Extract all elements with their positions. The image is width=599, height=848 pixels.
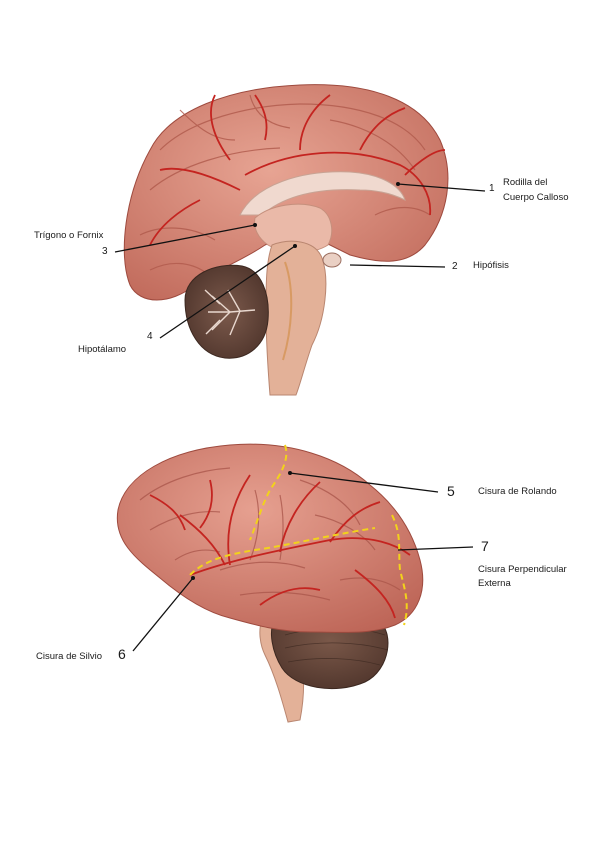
- structure-6-label: Cisura de Silvio: [36, 651, 102, 662]
- sylvian-fissure: [189, 527, 376, 576]
- structure-7-number: 7: [481, 538, 489, 554]
- parieto-occipital-fissure: [391, 514, 408, 626]
- pituitary-gland: [322, 252, 342, 268]
- structure-1-number: 1: [489, 183, 495, 194]
- structure-1-label-line1: Rodilla del: [503, 177, 548, 188]
- leader-lines: [114, 183, 486, 339]
- structure-5-number: 5: [447, 483, 455, 499]
- corpus-callosum: [239, 171, 406, 216]
- arbor-vitae: [204, 289, 256, 336]
- structure-5-label: Cisura de Rolando: [478, 486, 557, 497]
- structure-4-label: Hipotálamo: [78, 344, 127, 355]
- leader-lines-lateral: [132, 472, 474, 652]
- brainstem: [265, 240, 327, 396]
- structure-3-label: Trígono o Fornix: [34, 230, 104, 241]
- lateral-brain-illustration: [116, 443, 474, 723]
- structure-7-label-line2: Externa: [478, 578, 511, 589]
- sagittal-brain-figure: 1 Rodilla del Cuerpo Calloso 2 Hipófisis…: [0, 0, 599, 420]
- structure-1-label-line2: Cuerpo Calloso: [503, 192, 569, 203]
- fissure-lines: [189, 444, 408, 626]
- structure-2-label: Hipófisis: [473, 260, 509, 271]
- structure-4-number: 4: [147, 331, 153, 342]
- structure-2-number: 2: [452, 261, 458, 272]
- structure-7-label-line1: Cisura Perpendicular: [478, 564, 567, 575]
- blood-vessels: [149, 94, 446, 246]
- rolandic-fissure: [249, 444, 288, 541]
- gyri: [139, 94, 431, 273]
- lateral-brain-figure: 5 Cisura de Rolando 6 Cisura de Silvio 7…: [0, 420, 599, 730]
- cerebral-hemisphere-lateral: [116, 443, 424, 633]
- structure-3-number: 3: [102, 246, 108, 257]
- sagittal-brain-illustration: [114, 84, 486, 396]
- thalamus-area: [254, 203, 333, 253]
- structure-6-number: 6: [118, 646, 126, 662]
